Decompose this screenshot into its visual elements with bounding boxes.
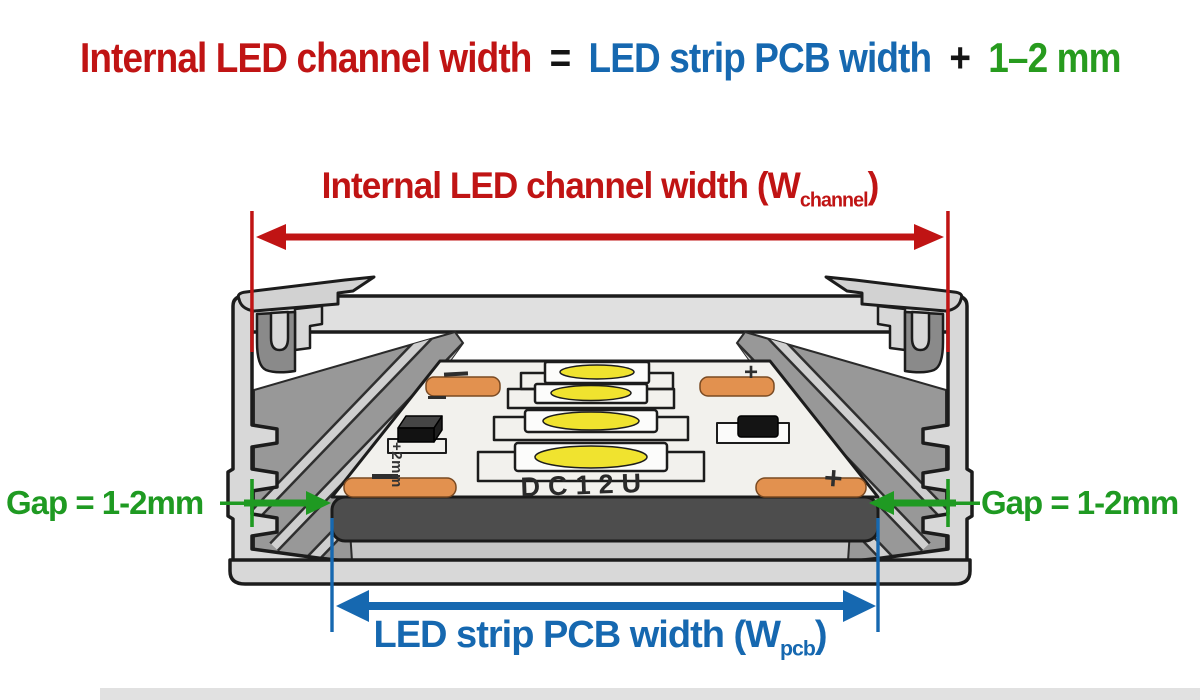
copper-pad-front-left [343, 477, 457, 498]
mounting-clip-groove-left [255, 304, 324, 374]
title-equals-sign: = [549, 34, 571, 81]
led-phosphor [559, 364, 635, 380]
led-phosphor [534, 445, 648, 469]
silkscreen-plus-back-right: + [744, 359, 758, 386]
red-extension-line-right [946, 211, 950, 352]
title-green-part: 1–2 mm [987, 34, 1121, 81]
title-blue-part: LED strip PCB width [588, 34, 932, 81]
led-phosphor [542, 411, 640, 431]
pcb-width-label: LED strip PCB width (Wpcb) [0, 614, 1200, 659]
silkscreen-dash [428, 396, 446, 399]
channel-width-dimension [250, 211, 950, 352]
led-phosphor [550, 384, 632, 402]
blue-extension-line-left [330, 518, 334, 632]
silkscreen-minus-back-left [443, 371, 469, 377]
led-3 [492, 408, 690, 442]
led-2 [506, 382, 676, 410]
copper-pad-front-right [755, 477, 867, 498]
channel-width-arrowhead-left [256, 224, 286, 250]
pcb-front-edge [330, 495, 880, 543]
resistor-body [737, 415, 779, 438]
resistor-body [397, 427, 435, 443]
title-plus-sign: + [949, 34, 971, 81]
pcb-width-label-close: ) [814, 614, 828, 656]
pcb-width-arrowhead-left [336, 590, 369, 622]
pcb-width-label-text: LED strip PCB width (W [373, 614, 782, 656]
bottom-shadow [100, 688, 1200, 700]
led-4 [476, 441, 706, 483]
silkscreen-note-text: +2mm [388, 442, 405, 488]
gap-arrowhead-right [869, 491, 894, 515]
led-1 [519, 360, 675, 391]
resistor-left [387, 415, 447, 454]
title-red-part: Internal LED channel width [79, 34, 532, 81]
led-strip-pcb: DC12U +2mm + + [330, 359, 880, 543]
copper-pad-back-right [699, 376, 775, 397]
gap-dimension-left [220, 479, 331, 527]
gap-label-left: Gap = 1-2mm [6, 484, 204, 521]
gap-dimension-right [869, 479, 980, 527]
gap-leader-line-left [220, 501, 244, 505]
mounting-clip-groove-right [876, 304, 945, 374]
gap-label-right: Gap = 1-2mm [981, 484, 1179, 521]
channel-width-label-close: ) [867, 165, 880, 206]
blue-extension-line-right [876, 518, 880, 632]
resistor-right [716, 415, 790, 444]
channel-width-label-subscript: channel [799, 188, 869, 212]
copper-pad-back-left [425, 376, 501, 397]
silkscreen-model-text: DC12U [520, 468, 649, 502]
gap-arrow-shaft-right [890, 499, 956, 507]
red-extension-line-left [250, 211, 254, 352]
page-title: Internal LED channel width = LED strip P… [0, 34, 1200, 81]
pcb-width-dimension [330, 518, 880, 632]
channel-width-arrowhead-right [914, 224, 944, 250]
gap-leader-line-right [956, 501, 980, 505]
channel-base [228, 558, 972, 586]
silkscreen-plus-front-right: + [823, 459, 844, 496]
gap-arrow-shaft-left [244, 499, 310, 507]
channel-width-label: Internal LED channel width (Wchannel) [0, 165, 1200, 210]
pcb-width-arrowhead-right [843, 590, 876, 622]
pcb-width-label-subscript: pcb [780, 636, 816, 661]
channel-back-rim [250, 294, 950, 334]
channel-width-label-text: Internal LED channel width (W [321, 165, 801, 206]
gap-arrowhead-left [306, 491, 331, 515]
silkscreen-minus-front-left [372, 474, 398, 479]
